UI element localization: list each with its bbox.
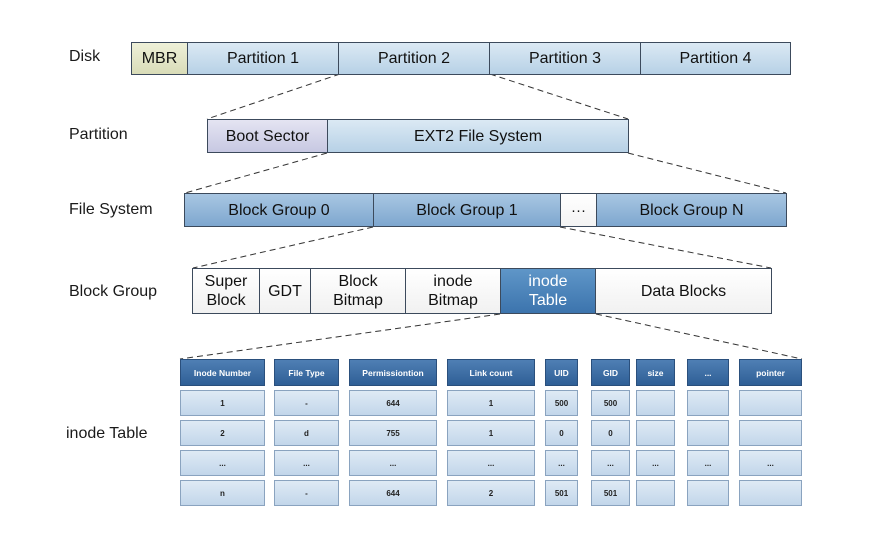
table-cell-gid: 500 — [591, 390, 630, 416]
table-cell-permission: ... — [349, 450, 437, 476]
table-cell-gid: 501 — [591, 480, 630, 506]
block-bitmap-line2: Bitmap — [333, 292, 383, 309]
table-cell-ellipsis — [687, 480, 729, 506]
ext2-fs-box: EXT2 File System — [327, 119, 629, 153]
table-cell-permission: 644 — [349, 390, 437, 416]
partition-3-box: Partition 3 — [489, 42, 641, 75]
table-cell-size — [636, 420, 675, 446]
table-cell-ellipsis — [687, 420, 729, 446]
table-header-link-count: Link count — [447, 359, 535, 386]
table-cell-inode-number: n — [180, 480, 265, 506]
table-cell-uid: 0 — [545, 420, 578, 446]
table-cell-file-type: - — [274, 480, 339, 506]
inode-table-line1: inode — [528, 273, 568, 290]
table-cell-size: ... — [636, 450, 675, 476]
table-cell-inode-number: 1 — [180, 390, 265, 416]
table-header-ellipsis: ... — [687, 359, 729, 386]
bg-connector-right — [559, 226, 772, 269]
table-header-pointer: pointer — [739, 359, 802, 386]
table-cell-gid: ... — [591, 450, 630, 476]
table-cell-uid: ... — [545, 450, 578, 476]
block-bitmap-line1: Block — [338, 273, 378, 290]
table-connector-left — [179, 313, 501, 360]
table-header-gid: GID — [591, 359, 630, 386]
row-label-file-system: File System — [69, 201, 153, 218]
table-cell-pointer — [739, 480, 802, 506]
fs-connector-left — [184, 152, 328, 194]
table-cell-inode-number: 2 — [180, 420, 265, 446]
block-group-0-box: Block Group 0 — [184, 193, 374, 227]
bg-connector-left — [192, 226, 374, 269]
table-cell-link-count: 1 — [447, 390, 535, 416]
block-group-ellipsis-box: ··· — [560, 193, 597, 227]
table-cell-inode-number: ... — [180, 450, 265, 476]
table-cell-link-count: ... — [447, 450, 535, 476]
table-header-uid: UID — [545, 359, 578, 386]
table-header-permission: Permissiontion — [349, 359, 437, 386]
inode-table-box: inode Table — [500, 268, 596, 314]
table-cell-file-type: d — [274, 420, 339, 446]
super-block-box: Super Block — [192, 268, 260, 314]
partition-connector-left — [206, 73, 341, 120]
table-cell-pointer — [739, 390, 802, 416]
inode-table-line2: Table — [528, 292, 568, 309]
partition-4-box: Partition 4 — [640, 42, 791, 75]
data-blocks-box: Data Blocks — [595, 268, 772, 314]
table-cell-link-count: 2 — [447, 480, 535, 506]
row-label-block-group: Block Group — [69, 283, 158, 300]
block-group-1-box: Block Group 1 — [373, 193, 561, 227]
mbr-box: MBR — [131, 42, 188, 75]
table-header-inode-number: Inode Number — [180, 359, 265, 386]
inode-bitmap-line2: Bitmap — [428, 292, 478, 309]
table-cell-ellipsis: ... — [687, 450, 729, 476]
inode-bitmap-line1: inode — [433, 273, 473, 290]
super-block-line1: Super — [204, 273, 248, 290]
table-cell-pointer: ... — [739, 450, 802, 476]
row-label-partition: Partition — [69, 126, 128, 143]
row-label-disk: Disk — [69, 48, 101, 65]
table-cell-permission: 644 — [349, 480, 437, 506]
table-cell-gid: 0 — [591, 420, 630, 446]
table-cell-uid: 500 — [545, 390, 578, 416]
fs-connector-right — [627, 152, 787, 194]
table-cell-link-count: 1 — [447, 420, 535, 446]
gdt-box: GDT — [259, 268, 311, 314]
table-cell-size — [636, 480, 675, 506]
table-cell-file-type: - — [274, 390, 339, 416]
row-label-inode-table: inode Table — [66, 425, 148, 442]
table-cell-size — [636, 390, 675, 416]
boot-sector-box: Boot Sector — [207, 119, 328, 153]
block-group-n-box: Block Group N — [596, 193, 787, 227]
super-block-line2: Block — [206, 292, 246, 309]
table-cell-uid: 501 — [545, 480, 578, 506]
table-cell-file-type: ... — [274, 450, 339, 476]
table-cell-permission: 755 — [349, 420, 437, 446]
table-connector-right — [595, 313, 803, 360]
partition-2-box: Partition 2 — [338, 42, 490, 75]
block-bitmap-box: Block Bitmap — [310, 268, 406, 314]
table-cell-pointer — [739, 420, 802, 446]
table-cell-ellipsis — [687, 390, 729, 416]
table-header-size: size — [636, 359, 675, 386]
partition-connector-right — [489, 73, 629, 120]
inode-bitmap-box: inode Bitmap — [405, 268, 501, 314]
partition-1-box: Partition 1 — [187, 42, 339, 75]
table-header-file-type: File Type — [274, 359, 339, 386]
